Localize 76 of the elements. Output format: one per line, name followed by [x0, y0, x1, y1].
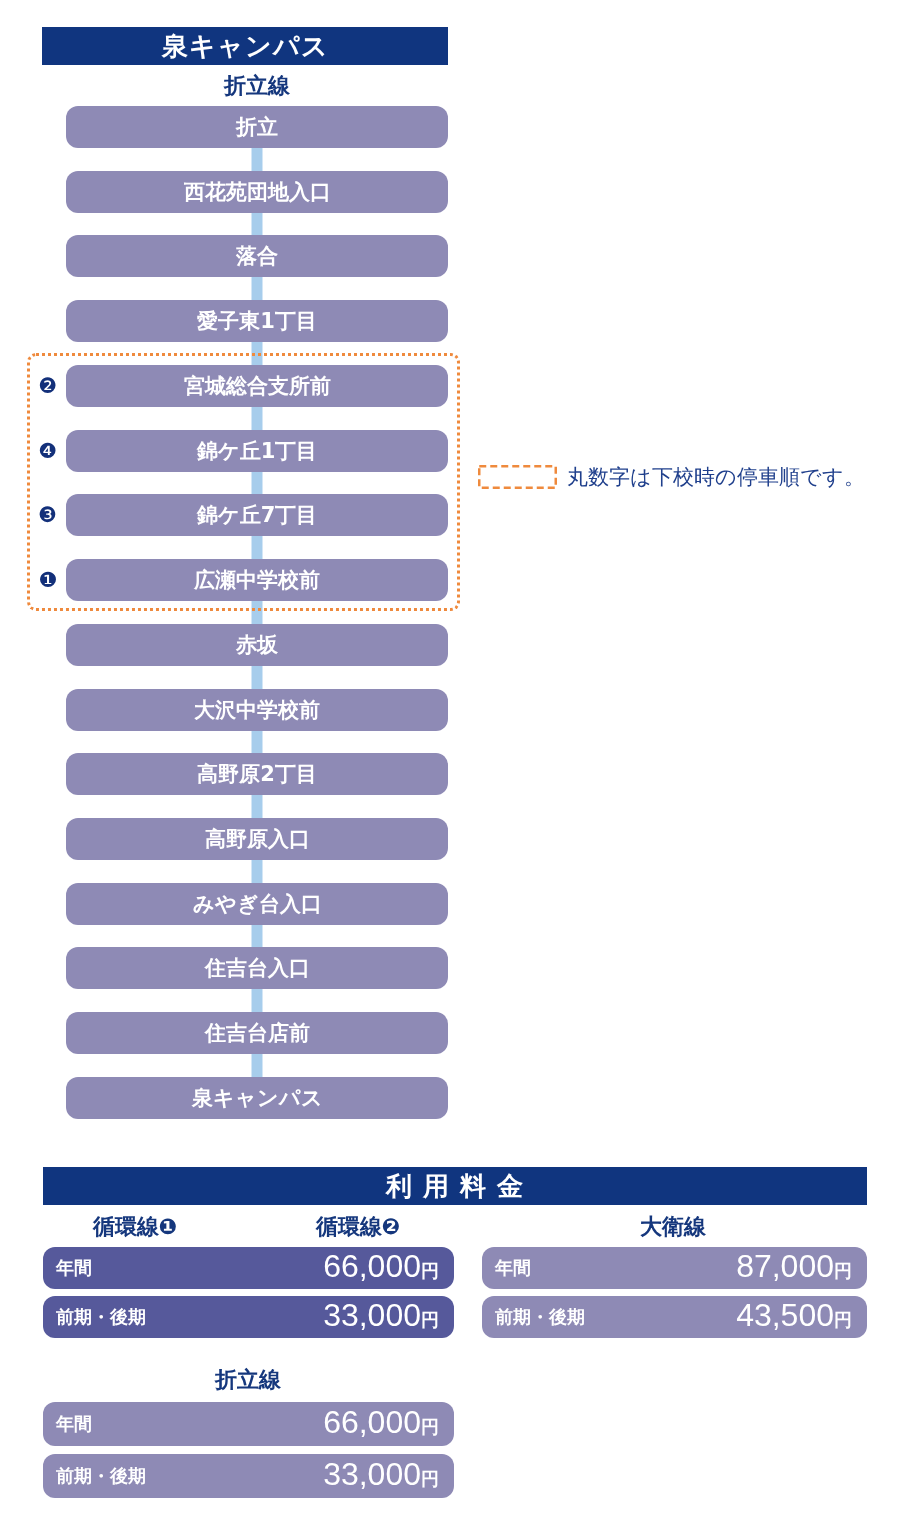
route-line	[251, 989, 263, 1012]
stop-name: 泉キャンパス	[191, 1085, 323, 1112]
stop-order-number: ❶	[38, 568, 57, 592]
legend-text: 丸数字は下校時の停車順です。	[567, 464, 865, 491]
route-line	[251, 860, 263, 883]
route-line	[251, 472, 263, 494]
stop-name: 高野原入口	[204, 826, 310, 853]
stop-name: 高野原2丁目	[197, 761, 317, 788]
fee-row	[482, 1296, 867, 1338]
route-line	[251, 925, 263, 947]
fee-row	[43, 1454, 454, 1498]
fee-amount: 87,000円	[736, 1247, 852, 1286]
period-label: 前期・後期	[495, 1305, 585, 1329]
heading-band	[42, 27, 448, 65]
fee-row	[482, 1247, 867, 1289]
route-line	[251, 795, 263, 818]
stop-name: 錦ケ丘1丁目	[196, 438, 318, 465]
route-line	[251, 601, 263, 624]
fee-amount: 33,000円	[323, 1455, 439, 1494]
fee-amount: 43,500円	[736, 1296, 852, 1335]
route-line	[251, 1054, 263, 1077]
bus-stop-box	[66, 689, 448, 731]
bus-stop-box	[66, 818, 448, 860]
stop-name: 西花苑団地入口	[183, 179, 331, 206]
bus-stop-box	[66, 235, 448, 277]
bus-stop-box	[66, 171, 448, 213]
stop-order-number: ❷	[38, 374, 57, 398]
stop-name: 住吉台入口	[204, 955, 310, 982]
period-label: 年間	[495, 1256, 531, 1280]
bus-stop-box	[66, 1012, 448, 1054]
route-line	[251, 148, 263, 171]
route-name: 折立線	[224, 72, 290, 100]
route-line	[251, 407, 263, 430]
fee-row	[43, 1402, 454, 1446]
route-name: 大衛線	[640, 1213, 706, 1241]
stop-name: 落合	[236, 243, 278, 270]
bus-stop-box	[66, 883, 448, 925]
bus-stop-box	[66, 300, 448, 342]
route-line	[251, 277, 263, 300]
stop-order-number: ❹	[38, 439, 57, 463]
route-name: 循環線❷	[315, 1213, 401, 1241]
stop-name: 愛子東1丁目	[197, 308, 317, 335]
bus-stop-box	[66, 1077, 448, 1119]
fee-amount: 66,000円	[323, 1403, 439, 1442]
fee-row	[43, 1296, 454, 1338]
heading-text: 利 用 料 金	[385, 1170, 525, 1202]
stop-name: 錦ケ丘7丁目	[196, 502, 318, 529]
route-name: 循環線❶	[92, 1213, 178, 1241]
period-label: 前期・後期	[56, 1464, 146, 1488]
route-line	[251, 536, 263, 559]
period-label: 前期・後期	[56, 1305, 146, 1329]
bus-stop-box	[66, 106, 448, 148]
period-label: 年間	[56, 1412, 92, 1436]
stop-name: 住吉台店前	[204, 1020, 310, 1047]
heading-text: 泉キャンパス	[161, 30, 329, 62]
stop-name: みやぎ台入口	[192, 891, 322, 918]
period-label: 年間	[56, 1256, 92, 1280]
stop-name: 大沢中学校前	[194, 697, 320, 724]
stop-name: 折立	[236, 114, 278, 141]
fee-amount: 33,000円	[323, 1296, 439, 1335]
stop-name: 宮城総合支所前	[183, 373, 331, 400]
bus-stop-box	[66, 947, 448, 989]
bus-stop-box	[66, 753, 448, 795]
fee-row	[43, 1247, 454, 1289]
route-line	[251, 342, 263, 365]
route-line	[251, 666, 263, 689]
stop-name: 広瀬中学校前	[194, 567, 320, 594]
fee-amount: 66,000円	[323, 1247, 439, 1286]
stop-name: 赤坂	[236, 632, 278, 659]
stop-order-number: ❸	[38, 503, 57, 527]
route-line	[251, 731, 263, 753]
bus-stop-box	[66, 624, 448, 666]
dotted-group-outline	[27, 353, 460, 611]
heading-band	[43, 1167, 867, 1205]
route-line	[251, 213, 263, 235]
route-name: 折立線	[215, 1366, 281, 1394]
